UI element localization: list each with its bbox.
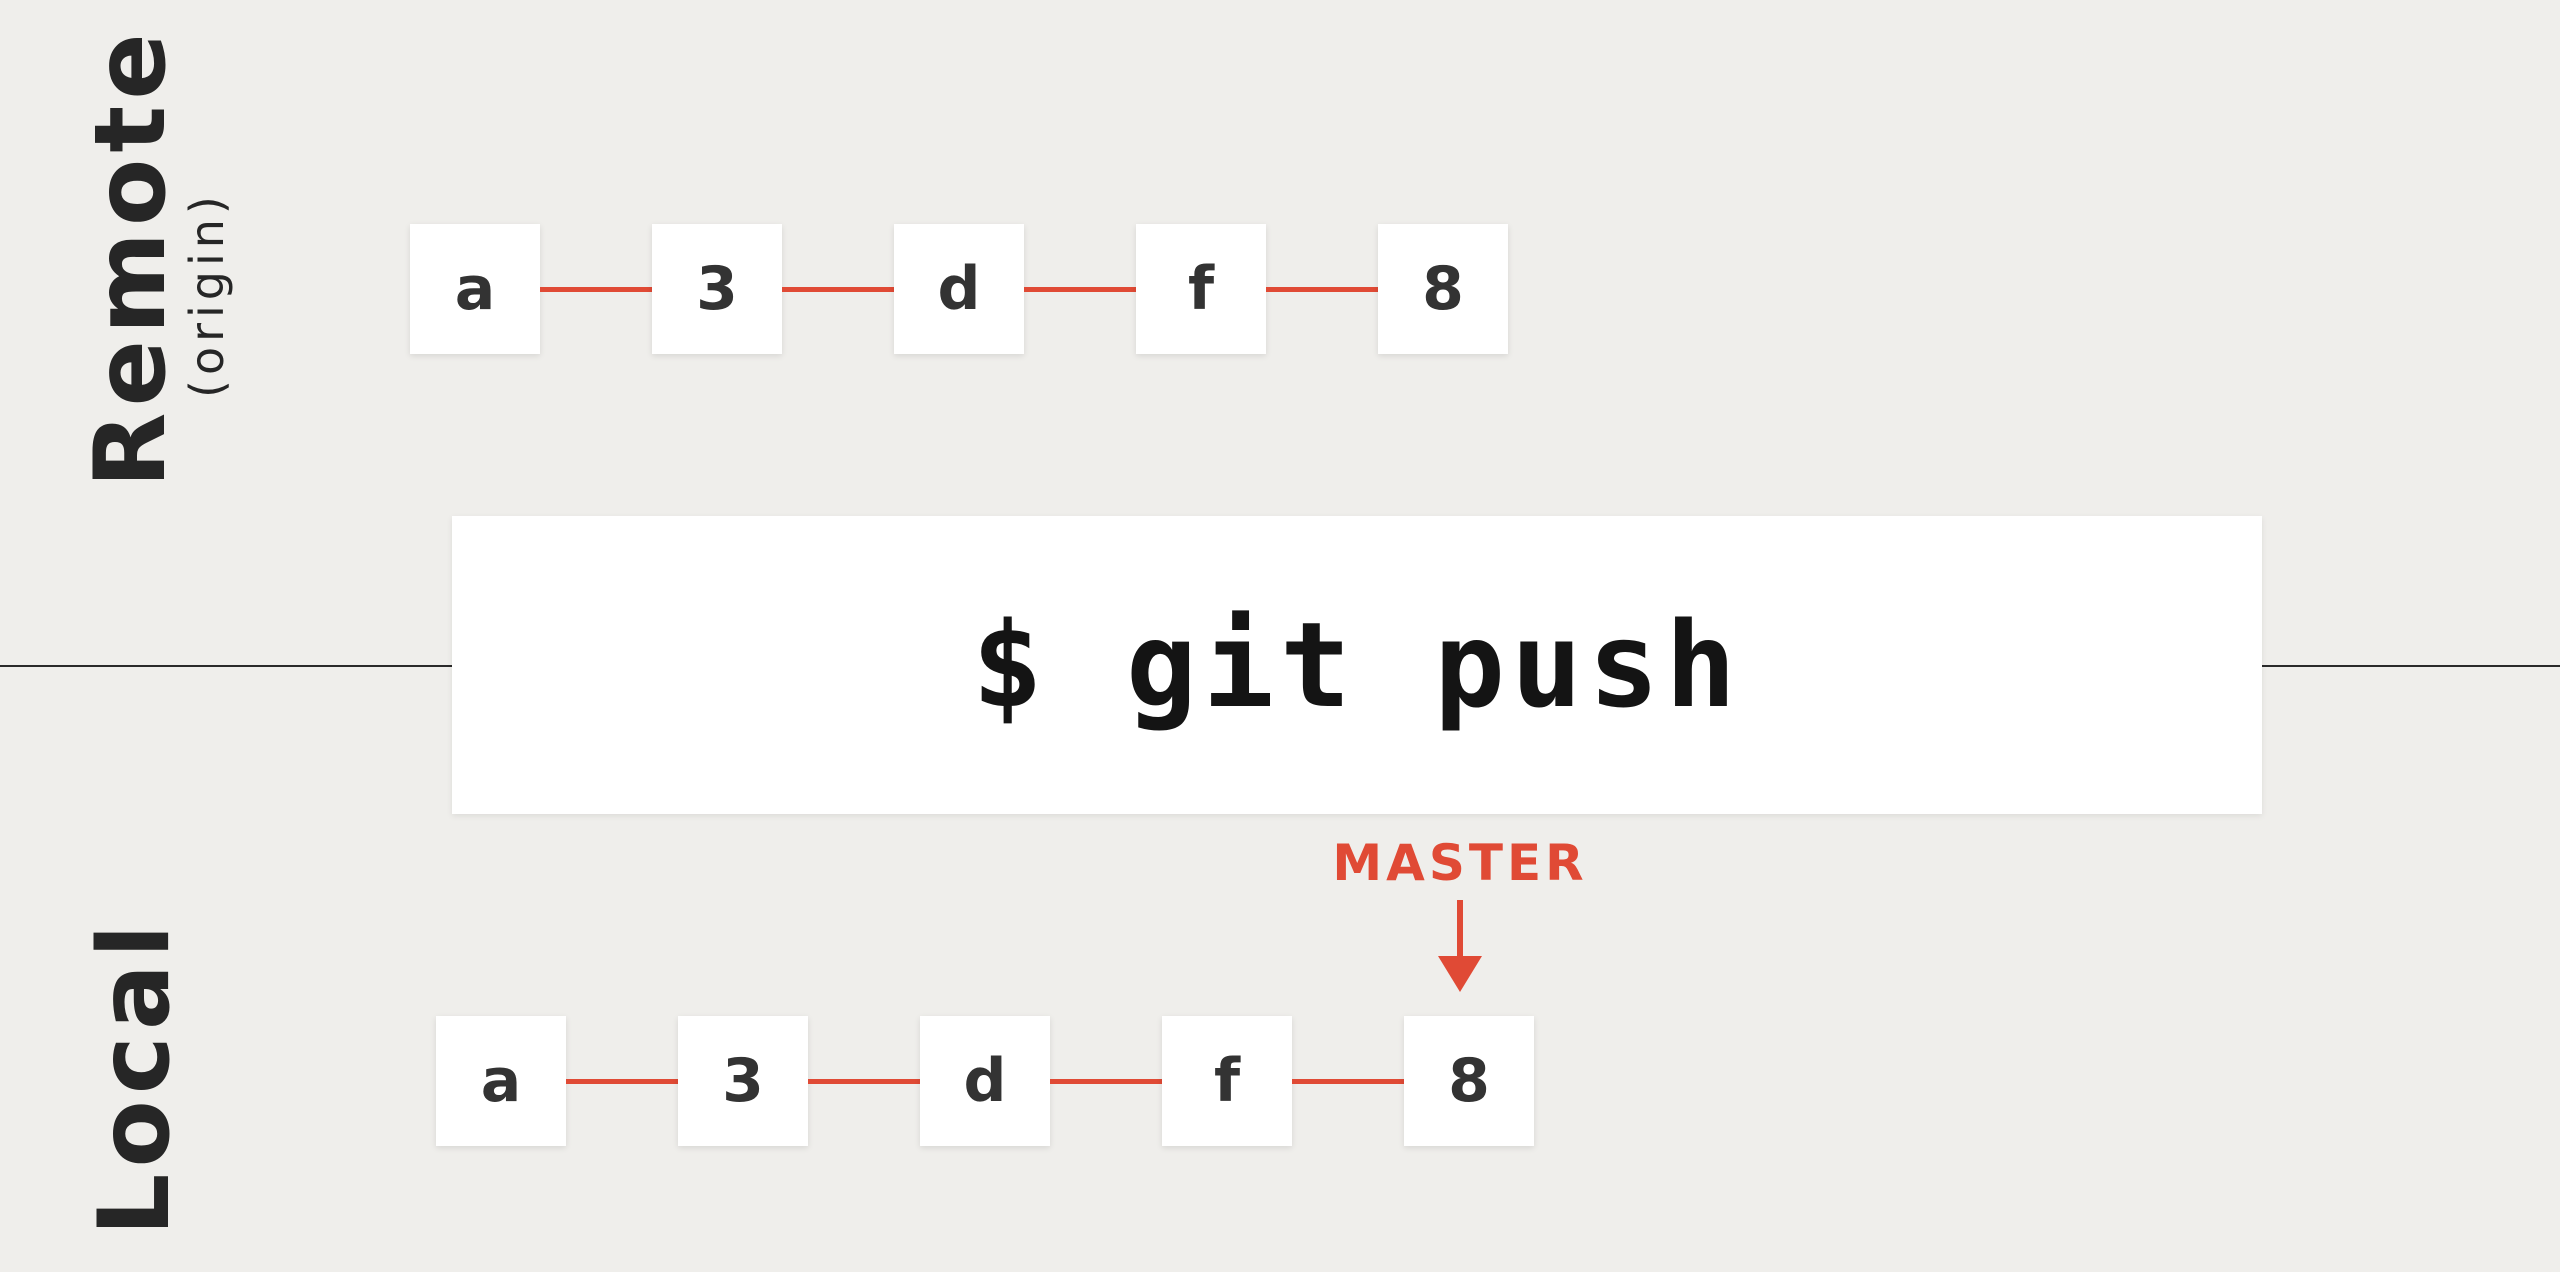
remote-label: Remote [74,27,188,488]
master-branch-label: MASTER [1332,834,1588,892]
local-label: Local [78,918,192,1236]
local-commit-3: f [1162,1016,1292,1146]
local-commit-link [1292,1079,1404,1084]
remote-commit-link [1024,287,1136,292]
local-commit-2: d [920,1016,1050,1146]
local-commit-0: a [436,1016,566,1146]
remote-commit-link [782,287,894,292]
master-pointer-arrow-icon [1438,900,1482,992]
remote-commit-2: d [894,224,1024,354]
remote-commit-1: 3 [652,224,782,354]
remote-commit-link [1266,287,1378,292]
command-text: $ git push [971,596,1743,734]
origin-label: (origin) [180,191,234,398]
command-box: $ git push [452,516,2262,814]
local-commit-4: 8 [1404,1016,1534,1146]
remote-commit-3: f [1136,224,1266,354]
local-commit-link [808,1079,920,1084]
local-commit-link [566,1079,678,1084]
local-commit-1: 3 [678,1016,808,1146]
local-commit-link [1050,1079,1162,1084]
remote-commit-0: a [410,224,540,354]
remote-commit-link [540,287,652,292]
remote-commit-4: 8 [1378,224,1508,354]
